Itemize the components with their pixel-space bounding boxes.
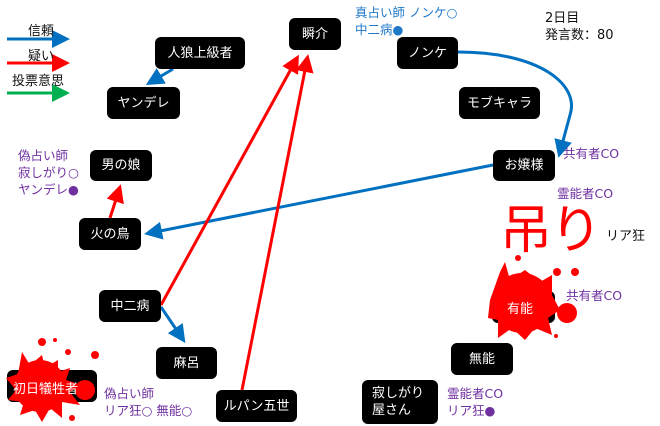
note-line: 真占い師 ノンケ○ xyxy=(355,5,458,20)
note-sabishigari: 霊能者CO リア狂● xyxy=(447,385,503,419)
arrow-hinotori-to-otokonoko xyxy=(106,184,124,219)
note-line: リア狂● xyxy=(447,403,496,418)
node-lupin[interactable]: ルパン五世 xyxy=(216,390,297,422)
node-shunsuke[interactable]: 瞬介 xyxy=(289,18,341,50)
note-otokonoko: 偽占い師 寂しがり○ ヤンデレ● xyxy=(18,147,79,198)
hanged-label: 吊り xyxy=(500,201,602,261)
note-line: 偽占い師 xyxy=(18,148,69,163)
legend-trust-label: 信頼 xyxy=(28,24,55,39)
node-shonichi-label: 初日犠牲者 xyxy=(13,382,79,397)
legend-doubt-label: 疑い xyxy=(28,49,55,64)
blood-splat-yuunou xyxy=(488,255,579,340)
note-lupin: 偽占い師 リア狂○ 無能○ xyxy=(104,385,192,419)
day-label: 2日目 xyxy=(545,11,580,26)
node-otokonoko[interactable]: 男の娘 xyxy=(90,150,152,181)
note-line: 寂しがり○ xyxy=(18,165,79,180)
node-jinro[interactable]: 人狼上級者 xyxy=(155,37,245,69)
node-mob[interactable]: モブキャラ xyxy=(459,87,540,119)
note-line: 偽占い師 xyxy=(104,386,155,401)
node-ojousama[interactable]: お嬢様 xyxy=(493,150,555,181)
node-munou[interactable]: 無能 xyxy=(451,343,513,375)
note-ojousama: 共有者CO xyxy=(563,146,620,161)
node-sabishigari[interactable]: 寂しがり屋さん xyxy=(362,380,438,424)
note-line: 霊能者CO xyxy=(447,386,504,401)
node-yuunou-label: 有能 xyxy=(507,302,534,317)
arrow-chuunibyou-to-maro xyxy=(159,306,186,343)
note-yuunou: 共有者CO xyxy=(566,288,623,303)
node-chuunibyou[interactable]: 中二病 xyxy=(99,290,161,322)
arrow-nonke-to-ojousama xyxy=(457,50,573,158)
node-yandere[interactable]: ヤンデレ xyxy=(107,87,180,119)
status-box: 2日目 発言数：80 xyxy=(545,10,614,44)
node-nonke[interactable]: ノンケ xyxy=(397,37,458,69)
arrow-jinro-to-yandere xyxy=(145,67,174,86)
legend-vote-label: 投票意思 xyxy=(12,74,65,89)
node-hinotori[interactable]: 火の鳥 xyxy=(79,218,141,250)
note-line: リア狂○ 無能○ xyxy=(104,403,193,418)
note-shunsuke: 真占い師 ノンケ○ 中二病● xyxy=(355,4,457,38)
note-line: 中二病● xyxy=(355,22,404,37)
node-riakyou[interactable]: リア狂 xyxy=(606,229,646,244)
arrow-chuunibyou-to-shunsuke xyxy=(159,54,299,306)
note-line: ヤンデレ● xyxy=(18,182,79,197)
post-count: 発言数：80 xyxy=(545,28,614,43)
note-riakyou: 霊能者CO xyxy=(557,186,614,201)
arrow-lupin-to-shunsuke xyxy=(240,54,314,391)
blood-splat-shonichi xyxy=(6,338,99,422)
node-maro[interactable]: 麻呂 xyxy=(156,347,217,379)
